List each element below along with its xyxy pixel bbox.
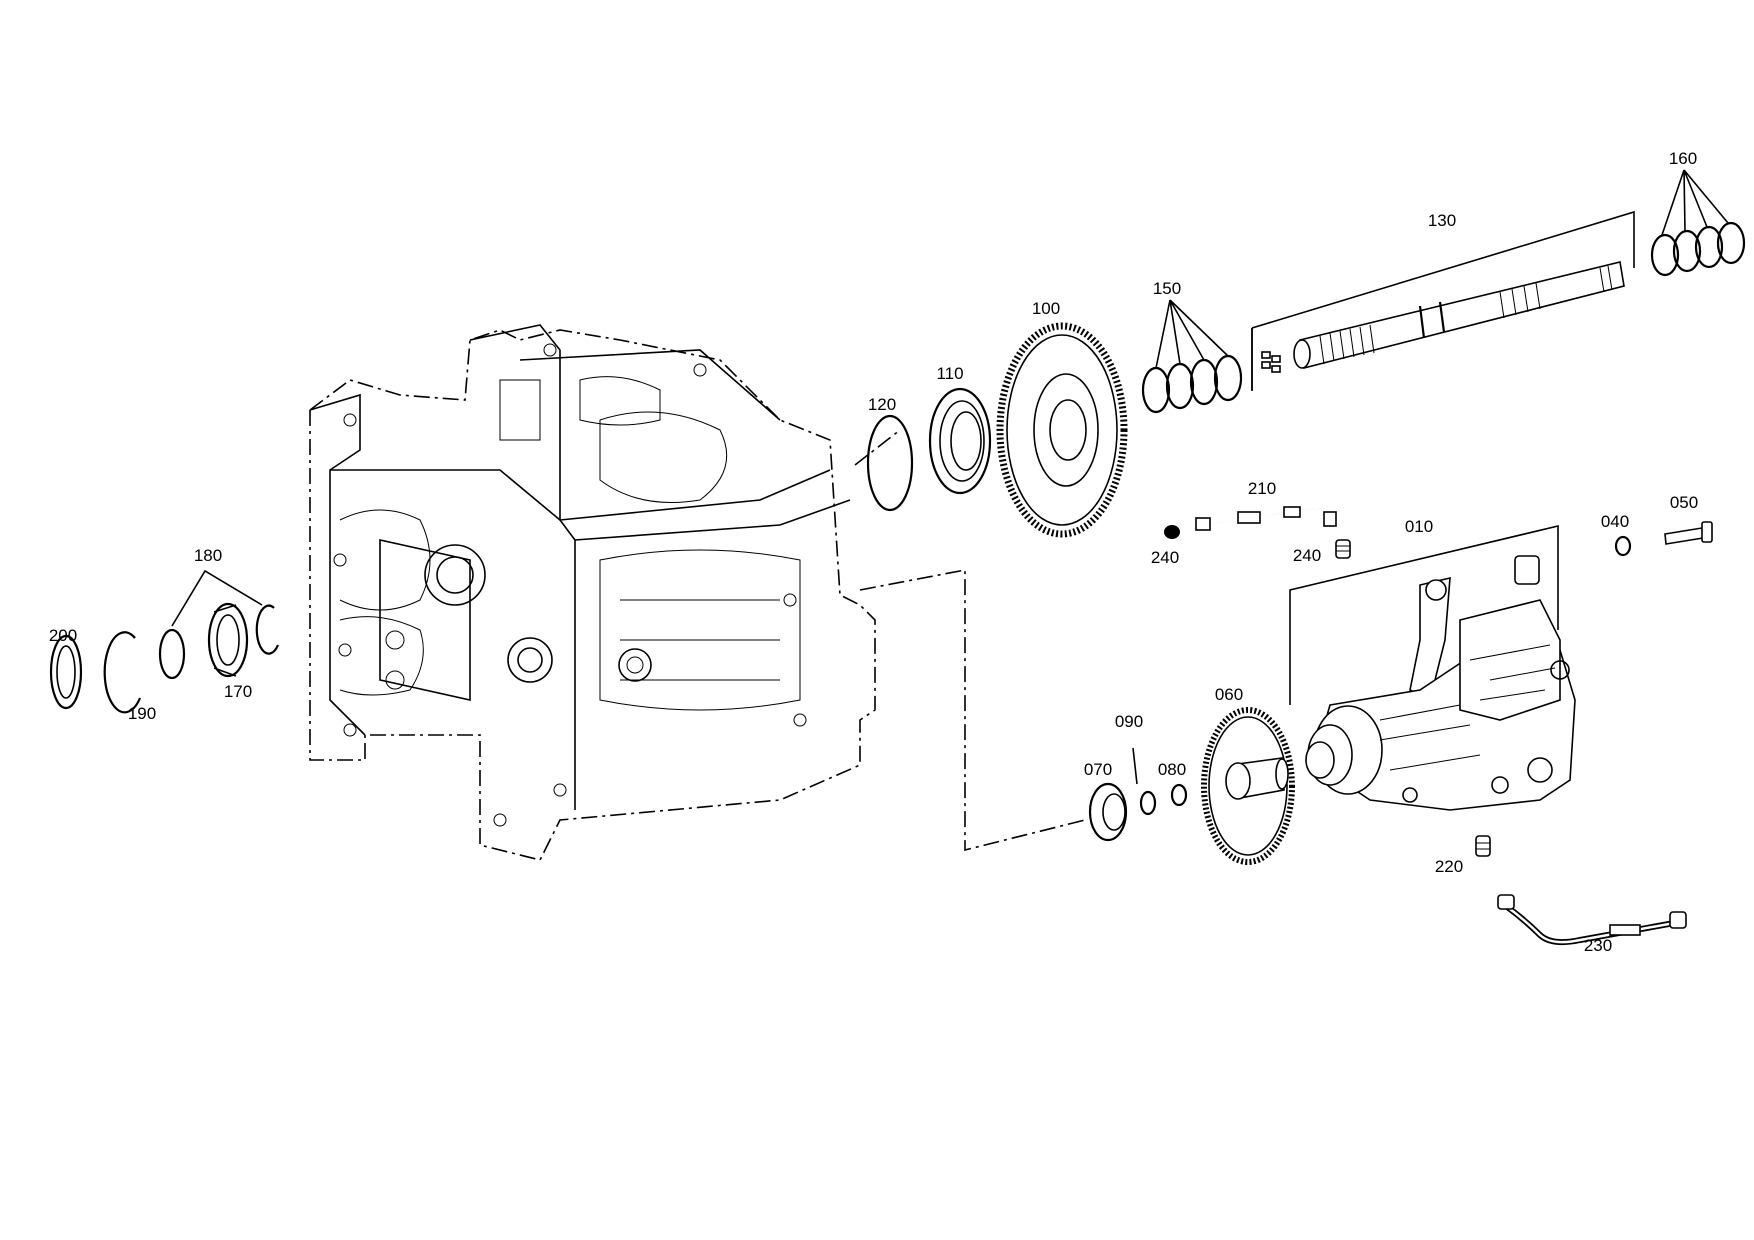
label-010: 010 [1405,517,1433,536]
label-240-left: 240 [1151,548,1179,567]
part-200-seal [49,634,83,710]
part-150-ring-set [1141,299,1243,414]
part-240-fitting-a [1164,525,1180,539]
label-070: 070 [1084,760,1112,779]
part-220-plug [1475,835,1491,857]
label-210: 210 [1248,479,1276,498]
part-120-o-ring [866,414,914,512]
callout-labels: 010 040 050 060 070 080 090 100 110 120 … [49,149,1698,955]
leaders-left [171,569,263,627]
label-060: 060 [1215,685,1243,704]
label-200: 200 [49,626,77,645]
label-180: 180 [194,546,222,565]
part-210-pipe [1195,506,1337,531]
part-160-ring-set [1650,169,1746,277]
label-240-right: 240 [1293,546,1321,565]
part-100-gear [996,322,1128,538]
part-060-gear [1201,707,1295,865]
part-040-washer [1614,535,1632,557]
assembly-lines [854,429,1086,852]
label-160: 160 [1669,149,1697,168]
part-180-ring-a [158,628,186,680]
part-130-shaft [1251,210,1635,390]
part-010-pump-assembly [1289,524,1576,811]
label-110: 110 [936,364,963,383]
part-180-ring-b [255,604,280,655]
part-230-pipe [1497,894,1687,946]
part-090-ring [1132,747,1157,816]
label-230: 230 [1584,936,1612,955]
part-050-bolt [1664,521,1713,545]
label-080: 080 [1158,760,1186,779]
label-090: 090 [1115,712,1143,731]
label-120: 120 [868,395,896,414]
part-070-bearing [1088,782,1128,842]
label-220: 220 [1435,857,1463,876]
gearbox-housing [309,324,876,861]
label-150: 150 [1153,279,1181,298]
part-080-ring [1170,783,1188,807]
label-130: 130 [1428,211,1456,230]
part-190-snap-ring [103,631,142,714]
label-170: 170 [224,682,252,701]
label-050: 050 [1670,493,1698,512]
part-170-bearing [207,602,249,678]
part-240-fitting-b [1335,539,1351,559]
label-190: 190 [128,704,156,723]
label-040: 040 [1601,512,1629,531]
part-110-bearing [928,387,992,495]
label-100: 100 [1032,299,1060,318]
